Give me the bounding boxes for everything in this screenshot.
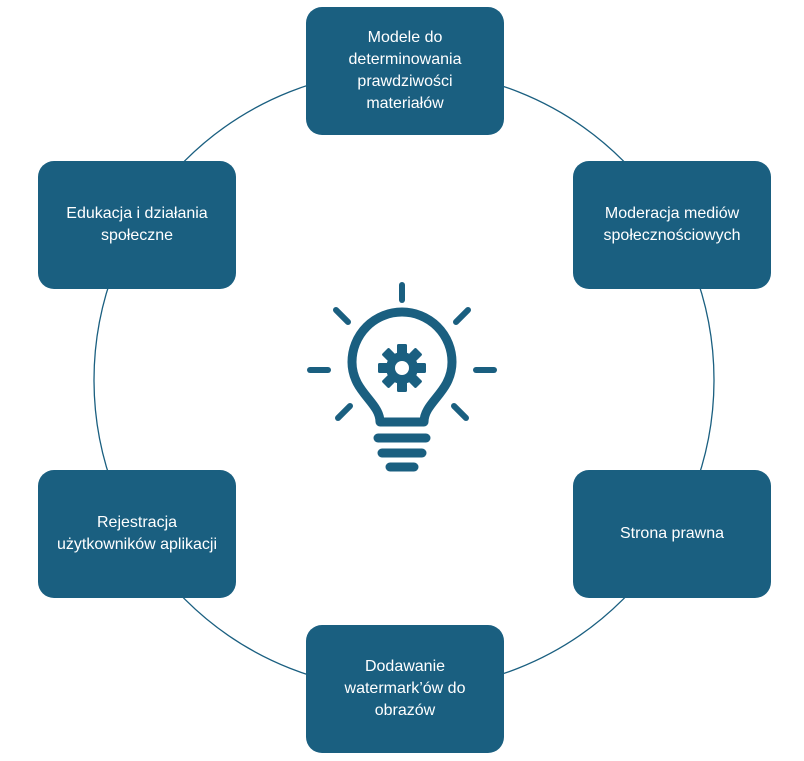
node-education-social-actions: Edukacja i działania społeczne bbox=[38, 161, 236, 289]
node-social-media-moderation: Moderacja mediów społecznościowych bbox=[573, 161, 771, 289]
node-label: Modele do determinowania prawdziwości ma… bbox=[348, 29, 462, 112]
node-label: Edukacja i działania społeczne bbox=[66, 205, 208, 244]
node-material-authenticity-models: Modele do determinowania prawdziwości ma… bbox=[306, 7, 504, 135]
node-label: Strona prawna bbox=[619, 525, 725, 542]
node-image-watermarks: Dodawanie watermark’ów do obrazów bbox=[306, 625, 504, 753]
node-label: Dodawanie watermark’ów do obrazów bbox=[344, 658, 466, 719]
node-user-registration: Rejestracja użytkowników aplikacji bbox=[38, 470, 236, 598]
lightbulb-gear-icon bbox=[307, 282, 497, 472]
node-label: Moderacja mediów społecznościowych bbox=[603, 205, 741, 244]
node-label: Rejestracja użytkowników aplikacji bbox=[56, 514, 218, 553]
node-legal-side: Strona prawna bbox=[573, 470, 771, 598]
